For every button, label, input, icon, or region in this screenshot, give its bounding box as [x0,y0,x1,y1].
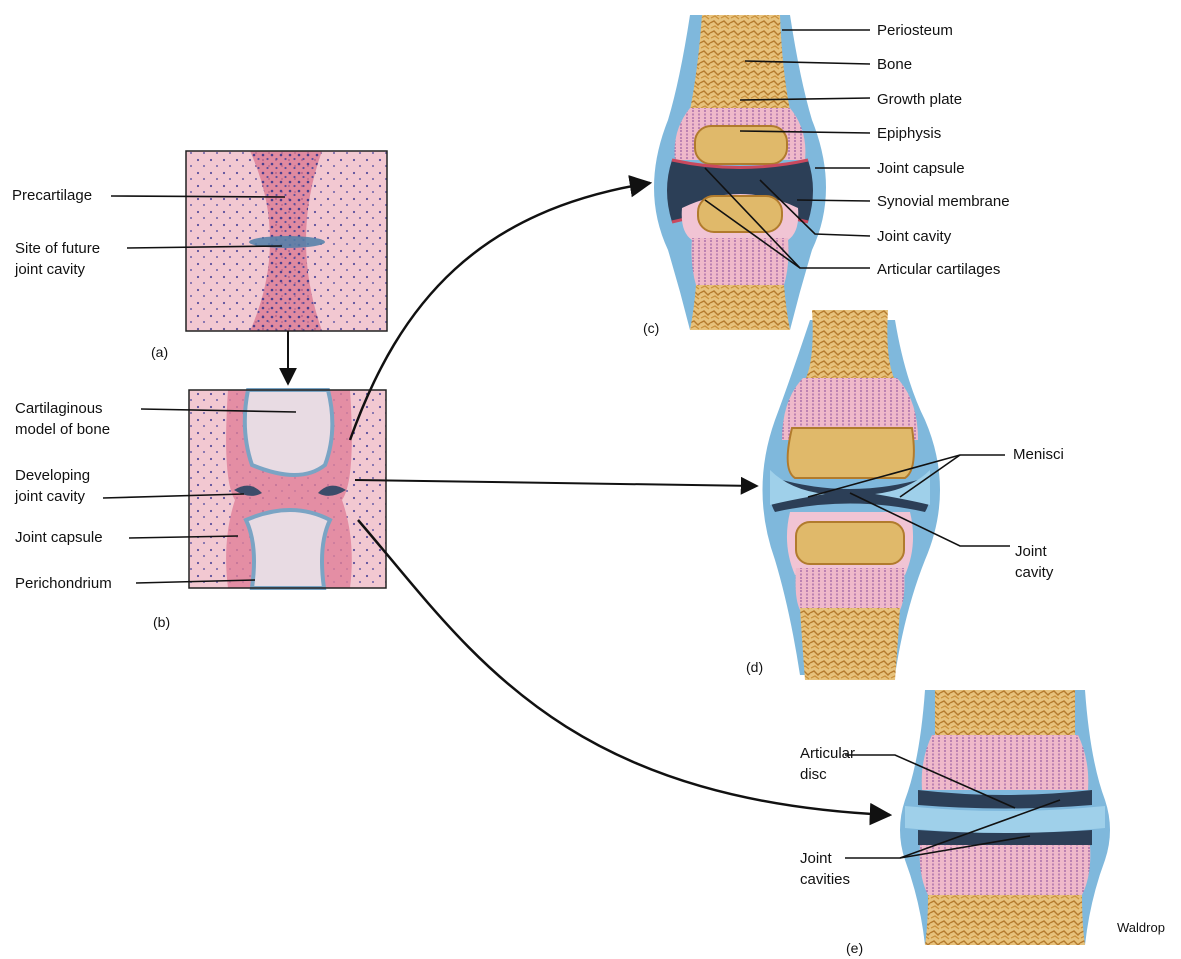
panel-tag-e: (e) [846,938,863,959]
panel-d-joint-with-menisci [763,310,941,680]
label-cartilaginous-model: Cartilaginous model of bone [15,398,110,440]
panel-tag-b: (b) [153,612,170,633]
label-periosteum: Periosteum [877,20,953,41]
label-growth-plate: Growth plate [877,89,962,110]
label-menisci: Menisci [1013,444,1064,465]
panel-tag-a: (a) [151,342,168,363]
arrow-b-to-d [355,480,757,486]
label-joint-cavity-c: Joint cavity [877,226,951,247]
arrow-b-to-c [350,183,650,440]
label-epiphysis: Epiphysis [877,123,941,144]
label-articular-cartilages: Articular cartilages [877,259,1000,280]
artist-signature: Waldrop [1117,917,1165,938]
panel-tag-d: (d) [746,657,763,678]
label-synovial-membrane: Synovial membrane [877,191,1010,212]
label-site-of-future-joint-cavity: Site of future joint cavity [15,238,100,280]
label-perichondrium: Perichondrium [15,573,112,594]
label-joint-cavity-d: Joint cavity [1015,541,1053,583]
label-articular-disc: Articular disc [800,743,855,785]
label-joint-capsule-c: Joint capsule [877,158,965,179]
panel-e-joint-with-disc [900,690,1110,945]
label-joint-capsule-b: Joint capsule [15,527,103,548]
label-precartilage: Precartilage [12,185,92,206]
panel-a-histology [186,151,387,331]
label-joint-cavities: Joint cavities [800,848,850,890]
panel-tag-c: (c) [643,318,659,339]
label-developing-joint-cavity: Developing joint cavity [15,465,90,507]
label-bone: Bone [877,54,912,75]
